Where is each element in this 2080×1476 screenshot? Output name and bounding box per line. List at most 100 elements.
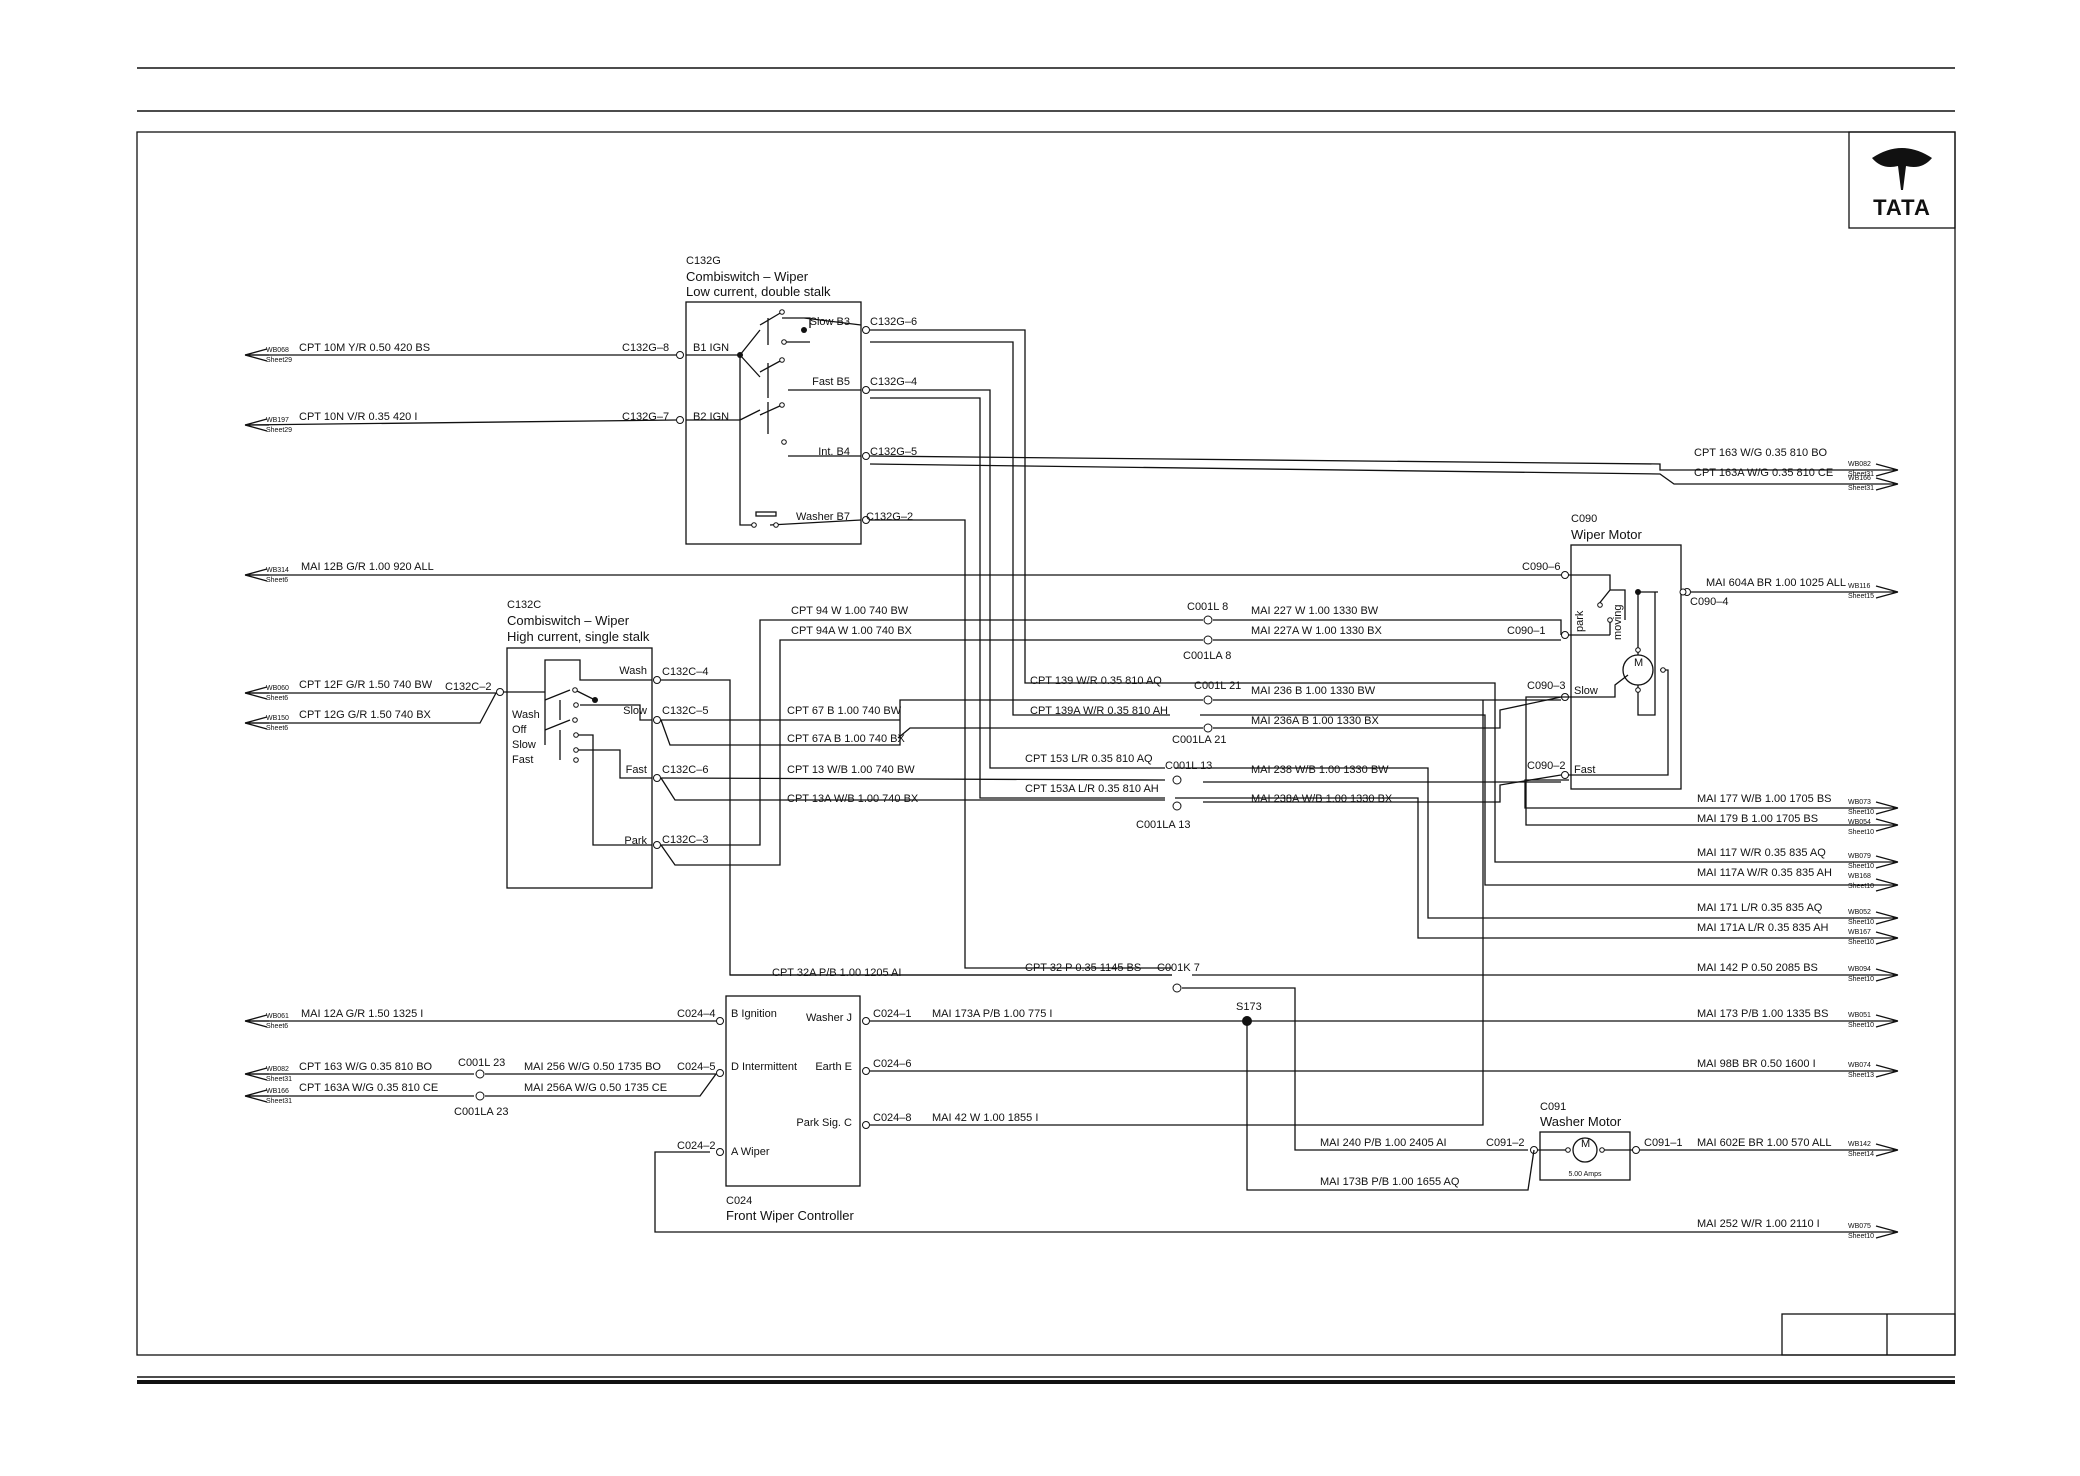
c132g-pin-b3: Slow B3 [810,316,850,328]
washer-motor: C091 Washer Motor M 5.00 Amps C091–2 C09… [1486,1101,1683,1181]
c132c-5-label: C132C–5 [662,705,708,717]
c132c-2-label: C132C–2 [445,681,491,693]
right-ref-sheet: Sheet15 [1848,593,1874,600]
c132c-pin-wash: Wash [619,665,647,677]
right-ref-ref: WB052 [1848,909,1871,916]
splice-c001la-21: C001LA 21 [1172,734,1226,746]
wire-117a: MAI 117A W/R 0.35 835 AH [1697,867,1832,879]
right-ref-sheet: Sheet10 [1848,809,1874,816]
splice-c001la-8: C001LA 8 [1183,650,1231,662]
right-ref-ref: WB166 [1848,475,1871,482]
wire-139: CPT 139 W/R 0.35 810 AQ [1030,675,1162,687]
splice-c001la-23: C001LA 23 [454,1106,508,1118]
c090-2-label: C090–2 [1527,760,1566,772]
c132c-pos-off: Off [512,724,527,736]
splice-c001l-21: C001L 21 [1194,680,1241,692]
right-ref-ref: WB082 [1848,461,1871,468]
wire-32a: CPT 32A P/B 1.00 1205 AI [772,967,901,979]
left-ref-sheet: Sheet29 [266,427,292,434]
wire-153: CPT 153 L/R 0.35 810 AQ [1025,753,1153,765]
wire-602e: MAI 602E BR 1.00 570 ALL [1697,1137,1832,1149]
c091-1-label: C091–1 [1644,1137,1683,1149]
right-ref-sheet: Sheet31 [1848,471,1874,478]
splice-c001l-13: C001L 13 [1165,760,1212,772]
left-ref-sheet: Sheet31 [266,1098,292,1105]
splice-labels: C001L 8 C001LA 8 C001L 21 C001LA 21 C001… [454,601,1262,1118]
c024-2-label: C024–2 [677,1140,716,1152]
wire-labels: CPT 10M Y/R 0.50 420 BS CPT 10N V/R 0.35… [299,342,1846,1230]
wire-173: MAI 173 P/B 1.00 1335 BS [1697,1008,1828,1020]
left-ref-sheet: Sheet31 [266,1076,292,1083]
left-ref-sheet: Sheet6 [266,695,288,702]
left-ref-sheet: Sheet29 [266,357,292,364]
wire-171a: MAI 171A L/R 0.35 835 AH [1697,922,1829,934]
c132g-pin-b7: Washer B7 [796,511,850,523]
c024-8-label: C024–8 [873,1112,912,1124]
right-ref-ref: WB168 [1848,873,1871,880]
right-ref-sheet: Sheet10 [1848,829,1874,836]
left-ref-sheet: Sheet6 [266,1023,288,1030]
wire-173b: MAI 173B P/B 1.00 1655 AQ [1320,1176,1460,1188]
c091-id: C091 [1540,1101,1566,1113]
wire-163a-right: CPT 163A W/G 0.35 810 CE [1694,467,1833,479]
wire-10n: CPT 10N V/R 0.35 420 I [299,411,417,423]
left-ref-ref: WB197 [266,417,289,424]
wire-227a: MAI 227A W 1.00 1330 BX [1251,625,1383,637]
right-ref-ref: WB094 [1848,966,1871,973]
c024-1-label: C024–1 [873,1008,912,1020]
combiswitch-high-current: C132C Combiswitch – Wiper High current, … [445,599,708,889]
c091-2-label: C091–2 [1486,1137,1525,1149]
c132c-pin-fast: Fast [626,764,647,776]
left-ref-ref: WB061 [266,1013,289,1020]
left-ref-sheet: Sheet6 [266,577,288,584]
c132c-id: C132C [507,599,541,611]
wire-139a: CPT 139A W/R 0.35 810 AH [1030,705,1168,717]
c132g-pin-b1: B1 IGN [693,342,729,354]
c132g-6-label: C132G–6 [870,316,917,328]
right-ref-ref: WB073 [1848,799,1871,806]
c132g-title: Combiswitch – Wiper [686,269,809,284]
wire-177: MAI 177 W/B 1.00 1705 BS [1697,793,1832,805]
wire-98b: MAI 98B BR 0.50 1600 I [1697,1058,1816,1070]
c024-pin-j: Washer J [806,1012,852,1024]
c132g-4-label: C132G–4 [870,376,917,388]
wire-252: MAI 252 W/R 1.00 2110 I [1697,1218,1820,1230]
wire-94: CPT 94 W 1.00 740 BW [791,605,909,617]
wire-179: MAI 179 B 1.00 1705 BS [1697,813,1818,825]
wire-32: CPT 32 P 0.35 1145 BS [1025,962,1141,974]
wire-67: CPT 67 B 1.00 740 BW [787,705,902,717]
c132c-pin-slow: Slow [623,705,647,717]
wire-227: MAI 227 W 1.00 1330 BW [1251,605,1379,617]
wire-238a: MAI 238A W/B 1.00 1330 BX [1251,793,1393,805]
right-ref-ref: WB054 [1848,819,1871,826]
c132c-pin-park: Park [624,835,647,847]
c024-pin-c: Park Sig. C [796,1117,852,1129]
c132g-subtitle: Low current, double stalk [686,284,831,299]
c090-slow: Slow [1574,685,1598,697]
left-ref-ref: WB068 [266,347,289,354]
splice-c001k-7: C001K 7 [1157,962,1200,974]
wire-12b: MAI 12B G/R 1.00 920 ALL [301,561,434,573]
right-ref-ref: WB075 [1848,1223,1871,1230]
right-ref-ref: WB116 [1848,583,1871,590]
wire-13: CPT 13 W/B 1.00 740 BW [787,764,915,776]
splice-c001la-13: C001LA 13 [1136,819,1190,831]
c132g-pin-b2: B2 IGN [693,411,729,423]
left-ref-ref: WB060 [266,685,289,692]
c024-4-label: C024–4 [677,1008,716,1020]
right-ref-sheet: Sheet10 [1848,1022,1874,1029]
c024-pin-d: D Intermittent [731,1061,797,1073]
wire-94a: CPT 94A W 1.00 740 BX [791,625,913,637]
wire-runs [244,329,1874,1233]
right-ref-sheet: Sheet10 [1848,939,1874,946]
right-ref-sheet: Sheet10 [1848,1233,1874,1240]
left-ref-ref: WB150 [266,715,289,722]
c132c-title: Combiswitch – Wiper [507,613,630,628]
c090-fast: Fast [1574,764,1595,776]
c132c-6-label: C132C–6 [662,764,708,776]
c132c-4-label: C132C–4 [662,666,708,678]
c090-park: park [1574,610,1586,632]
c132c-subtitle: High current, single stalk [507,629,650,644]
wire-173a: MAI 173A P/B 1.00 775 I [932,1008,1052,1020]
